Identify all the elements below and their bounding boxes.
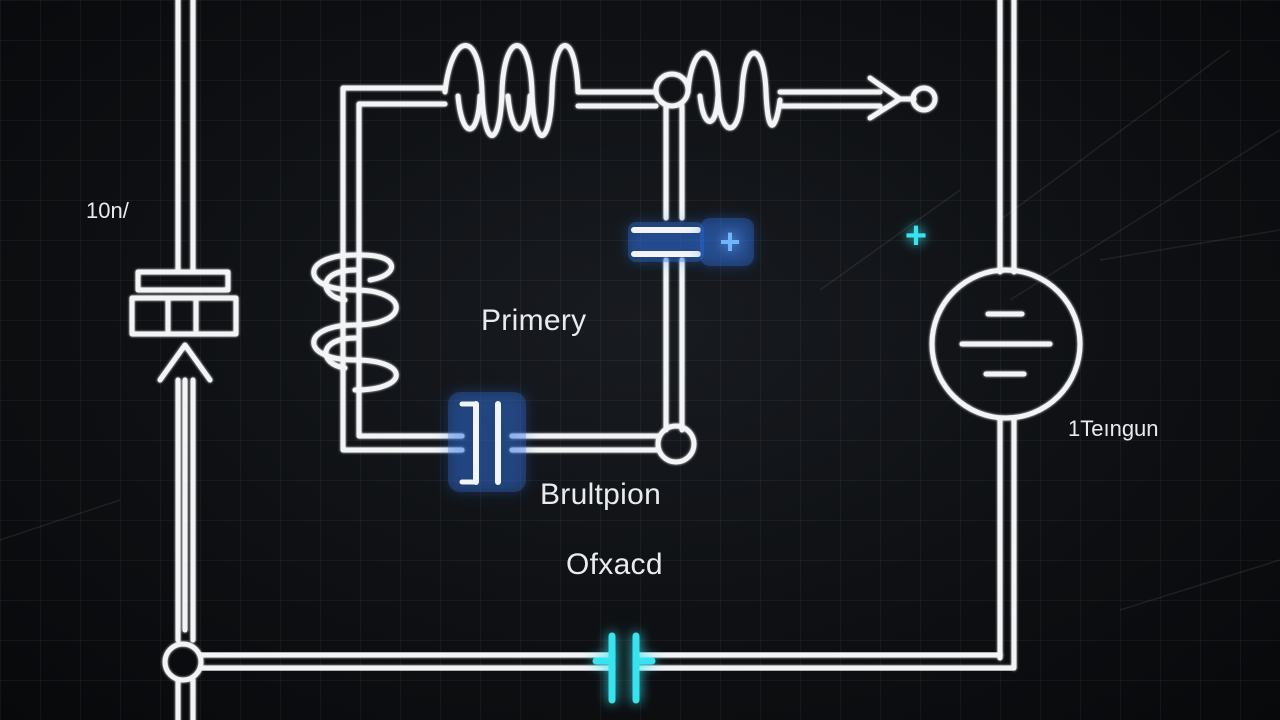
bottom-label: Ofxacd xyxy=(566,548,663,581)
lower-capacitor xyxy=(448,392,526,492)
left-branch xyxy=(129,0,239,720)
primary-label: Primery xyxy=(481,304,587,337)
bottom-capacitor xyxy=(592,632,656,704)
right-value-label: 1Teıngun xyxy=(1068,416,1159,441)
capacitor-label: Brultpion xyxy=(540,478,662,511)
background-streaks xyxy=(0,49,1280,611)
bottom-wire xyxy=(198,652,1015,671)
plus-sign-upper: + xyxy=(719,221,740,262)
inner-circuit xyxy=(311,43,938,465)
plus-sign-cyan: + xyxy=(905,215,927,257)
upper-capacitor xyxy=(628,218,754,266)
right-branch xyxy=(929,0,1083,671)
left-value-label: 10n/ xyxy=(86,198,129,223)
